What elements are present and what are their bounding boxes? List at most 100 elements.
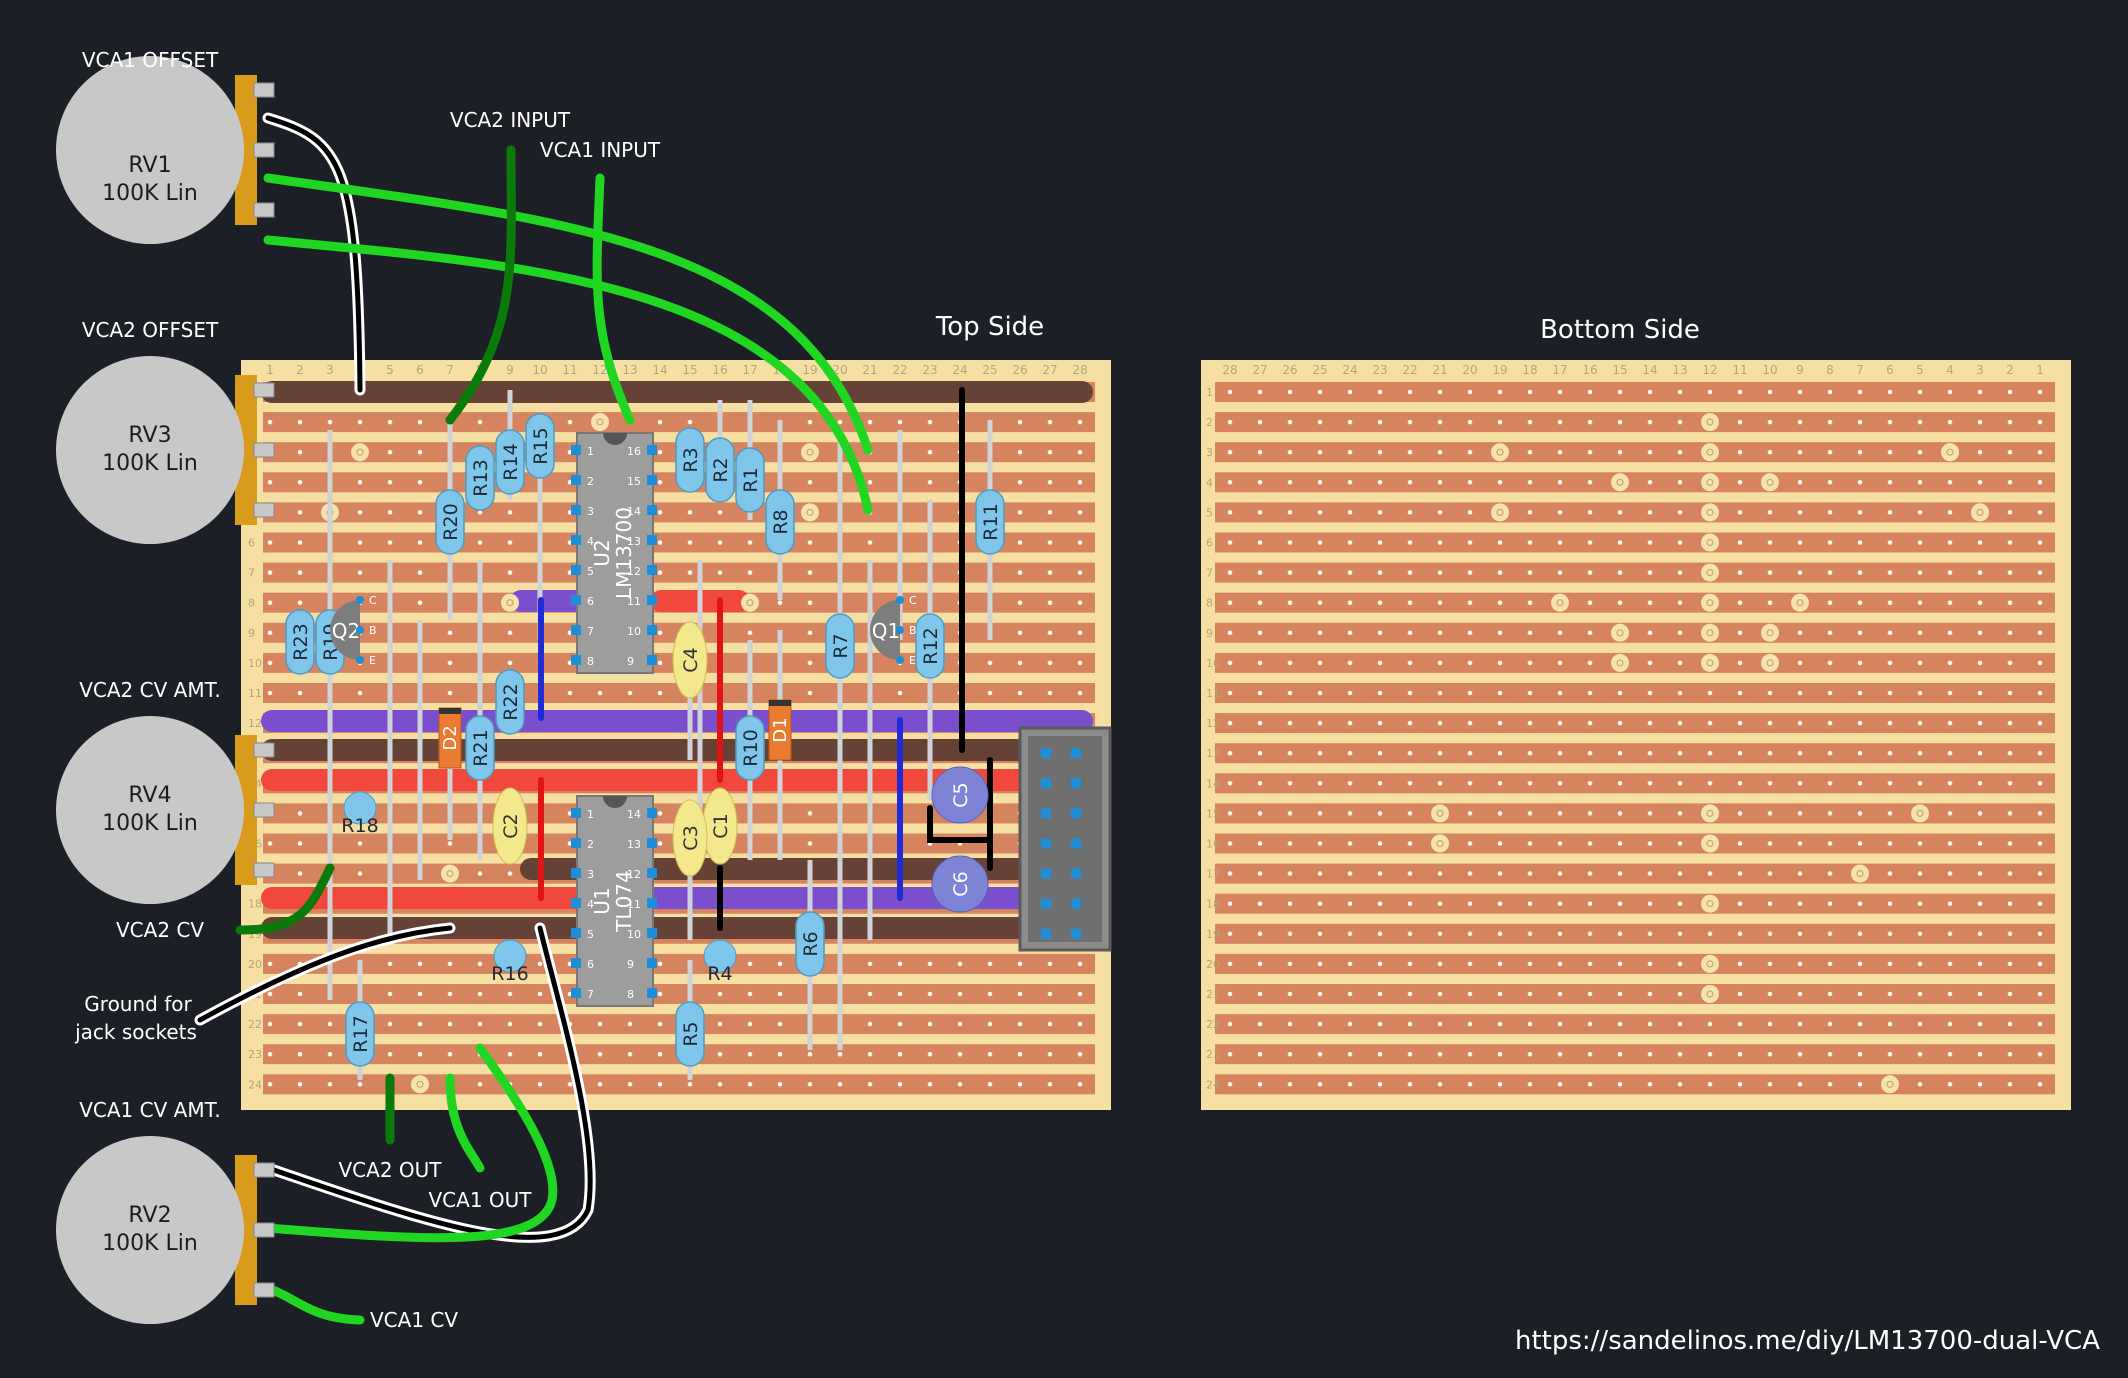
hole [2007,1051,2013,1057]
hole [417,1051,423,1057]
hole [447,991,453,997]
hole [1377,811,1383,816]
hole [1317,690,1323,696]
strip-bottom-6 [1215,532,2055,553]
hole [1827,1021,1833,1027]
hole [1077,540,1083,545]
hole [1047,690,1053,696]
hole [417,480,423,485]
track-cut-hole [1496,508,1504,517]
hole [1257,720,1263,726]
hole [807,600,813,605]
hole [1887,961,1893,967]
hole [1887,510,1893,515]
hole [1647,389,1653,395]
hole [2037,449,2043,455]
row-number: 6 [1206,537,1213,550]
hole [267,570,273,575]
hole [357,871,363,876]
row-number: 19 [1206,928,1220,941]
hole [1527,811,1533,816]
hole [1407,510,1413,515]
hole [1467,660,1473,666]
hole [897,690,903,696]
hole [1557,419,1563,425]
hole [1347,750,1353,756]
ic-part-u2: LM13700 [612,507,636,599]
hole [417,600,423,605]
hole [1407,630,1413,636]
hole [1347,901,1353,906]
hole [1497,781,1503,786]
hole [1677,901,1683,906]
hole [477,510,483,515]
ic-pin-number: 1 [587,808,594,821]
hole [1947,811,1953,816]
wire-rv2-green [263,1043,558,1243]
hole [1437,961,1443,967]
ic-pin-number: 9 [627,655,634,668]
hole [927,449,933,455]
resistor-label: R5 [680,1021,702,1046]
hole [1737,419,1743,425]
hole [387,419,393,425]
hole [1707,690,1713,696]
track-cut-top-hole [446,869,454,878]
hole [1047,449,1053,455]
hole [2037,510,2043,515]
wire-vca2-input [445,145,516,425]
resistor-body [343,791,377,825]
header-pin [1071,778,1081,789]
hole [1917,931,1923,937]
hole [747,630,753,636]
hole [2007,901,2013,906]
track-cut-hole [1706,478,1714,486]
strip-bottom-18 [1215,893,2055,914]
track-cut [1701,473,1719,492]
column-number: 10 [1762,363,1777,377]
hole [1227,720,1233,726]
hole [297,811,303,816]
column-number: 15 [1612,363,1627,377]
hole [1437,781,1443,786]
hole [1347,660,1353,666]
row-number: 7 [1206,567,1213,580]
row-number: 23 [1206,1048,1220,1061]
hole [1317,720,1323,726]
hole [777,1021,783,1027]
resistor-label: R17 [350,1015,372,1052]
bottom-side-title: Bottom Side [1540,315,1700,345]
hole [1407,540,1413,545]
hole [1467,841,1473,846]
hole [1857,961,1863,967]
hole [447,660,453,666]
hole [867,1082,873,1087]
pot-lug [253,1282,275,1298]
row-numbers: 1122334455667788991010111112121313141415… [248,386,1220,1091]
hole [1227,510,1233,515]
resistor-r4: R4 [703,939,737,985]
hole [2037,660,2043,666]
hole [2007,419,2013,425]
hole [1287,1021,1293,1027]
hole [1467,1021,1473,1027]
hole [1557,750,1563,756]
track-cut [1941,443,1959,462]
resistor-r2: R2 [705,437,735,503]
hole [267,690,273,696]
hole [1467,720,1473,726]
hole [2007,750,2013,756]
hole [1317,449,1323,455]
hole [1887,720,1893,726]
hole [2007,510,2013,515]
hole [1287,480,1293,485]
pot-lug [253,442,275,458]
strip-bottom-15 [1215,803,2055,824]
hole [2037,690,2043,696]
hole [1257,841,1263,846]
hole [1857,660,1863,666]
hole [1827,901,1833,906]
hole [357,1082,363,1087]
